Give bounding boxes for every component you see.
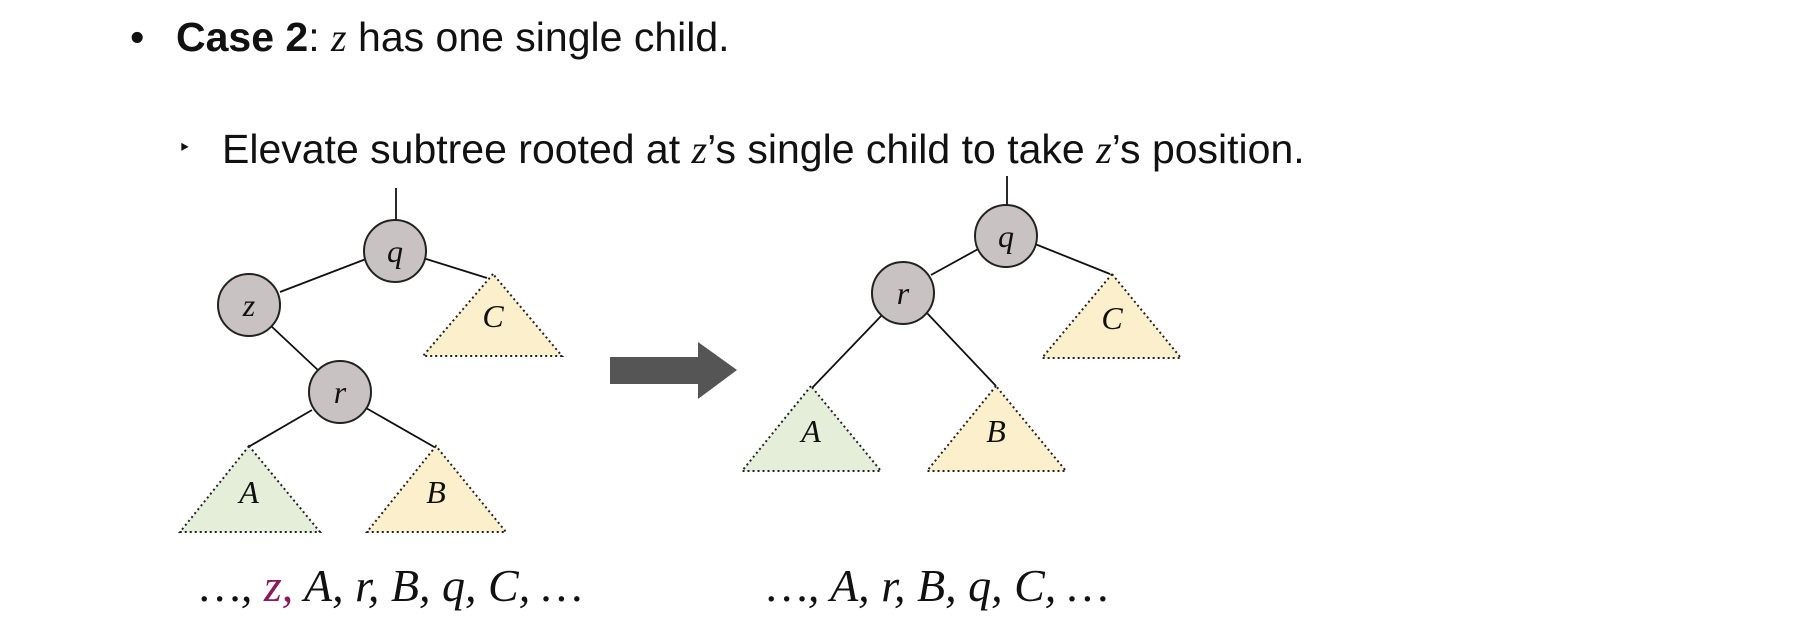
label-a-after: A [799, 413, 821, 449]
seq-before-4: B, [391, 560, 431, 611]
sub-text-1: Elevate subtree rooted at [222, 126, 681, 172]
sub-bullet-marker: ‣ [178, 135, 191, 160]
transform-arrow [610, 342, 737, 399]
seq-before-7: … [542, 560, 583, 611]
subtree-c-before [420, 272, 565, 357]
seq-after-5: C, [1014, 560, 1056, 611]
edge-r-b [365, 407, 437, 449]
bullet-marker: • [130, 14, 145, 60]
subtree-b-after [924, 384, 1069, 472]
edge-r-a [249, 409, 313, 447]
label-q-before: q [387, 233, 403, 269]
before-tree: q z r C A B [177, 188, 565, 533]
label-a-before: A [237, 474, 259, 510]
edge-q-c-after [1034, 243, 1111, 275]
label-r-after: r [897, 275, 910, 311]
label-b-before: B [426, 474, 446, 510]
subtree-b-before [364, 444, 509, 533]
subtree-c-after [1039, 272, 1184, 359]
seq-after-1: A, [827, 560, 870, 611]
seq-after-6: … [1068, 560, 1109, 611]
edge-r-b-after [925, 311, 997, 387]
var-z-1: z [691, 127, 708, 172]
var-z: z [331, 15, 347, 60]
node-z-before [217, 273, 281, 337]
label-b-after: B [986, 413, 1006, 449]
edge-q-r-after [930, 247, 981, 276]
edge-q-c [422, 257, 488, 279]
node-q-after [974, 204, 1038, 268]
var-z-2: z [1096, 127, 1112, 172]
case-text: has one single child. [358, 14, 730, 60]
label-c-after: C [1101, 300, 1123, 336]
edge-r-a-after [811, 313, 884, 389]
seq-before-0: …, [200, 560, 252, 611]
sub-bullet-elevate: ‣ Elevate subtree rooted at z’s single ch… [178, 126, 1305, 173]
seq-after-3: B, [917, 560, 957, 611]
sequence-after: …, A, r, B, q, C, … [767, 560, 1109, 611]
seq-before-3: r, [355, 560, 379, 611]
label-q-after: q [998, 218, 1014, 254]
label-z-before: z [242, 287, 256, 323]
seq-before-2: A, [301, 560, 344, 611]
after-tree: q r C A B [739, 176, 1184, 472]
seq-before-6: C, [488, 560, 530, 611]
seq-after-2: r, [881, 560, 905, 611]
label-c-before: C [482, 298, 504, 334]
seq-after-4: q, [968, 560, 1003, 611]
subtree-a-before [177, 444, 323, 533]
sub-text-3: ’s position. [1111, 126, 1305, 172]
bullet-case-2: • Case 2: z has one single child. [130, 14, 730, 61]
node-q-before [363, 219, 427, 283]
node-r-after [871, 261, 935, 325]
colon: : [308, 14, 320, 60]
case-label: Case 2 [176, 14, 309, 60]
seq-before-5: q, [442, 560, 477, 611]
subtree-a-after [739, 384, 884, 472]
seq-after-0: …, [767, 560, 819, 611]
edge-q-z [279, 258, 367, 293]
node-r-before [308, 360, 372, 424]
sequence-before: …, z, A, r, B, q, C, … [200, 560, 583, 611]
seq-before-z-highlight: z, [263, 560, 293, 611]
sub-text-2: ’s single child to take [707, 126, 1085, 172]
edge-z-r [269, 324, 321, 373]
label-r-before: r [334, 374, 347, 410]
